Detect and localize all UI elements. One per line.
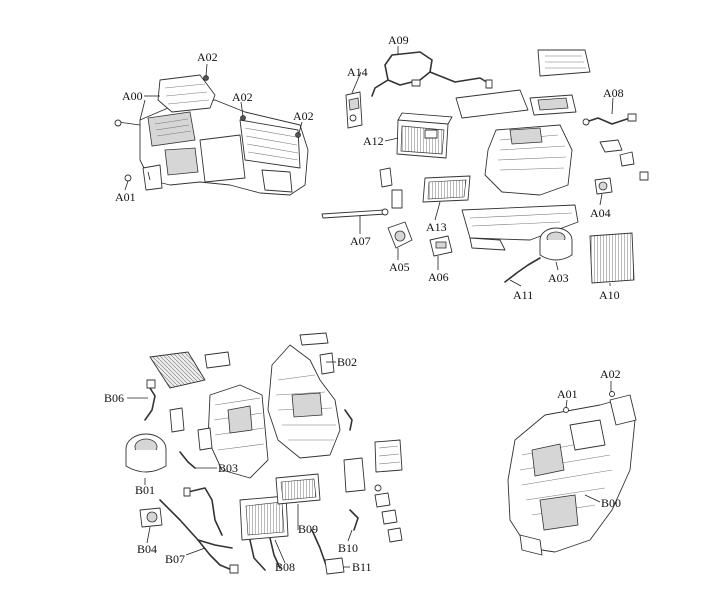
a12-evaporator [396,112,453,159]
label-a04: A04 [590,206,611,220]
label-b10: B10 [338,541,359,555]
b-tab-1 [374,492,391,508]
label-a01: A01 [115,190,136,204]
a11-drain-hose [504,257,541,283]
seal-piece [379,167,393,188]
b-actuator [343,457,366,493]
a07-link-rod [321,208,389,219]
a05-motor [387,221,413,249]
b-tab-3 [387,527,403,543]
a00-hvac-assembly [114,74,309,196]
label-b06: B06 [104,391,125,405]
a10-cabin-filter [589,232,635,284]
label-b00: B00 [601,496,622,510]
a06-resistor [429,235,453,257]
label-a02: A02 [197,50,218,64]
label-b02: B02 [337,355,358,369]
b-link [344,409,353,431]
b-filter-grille [149,351,206,389]
label-b07: B07 [165,552,186,566]
a02-fastener-1 [203,75,209,81]
b-housing-right [267,344,341,459]
b11-valve [324,557,345,575]
b09-evaporator [275,473,327,566]
label-b03: B03 [218,461,239,475]
b04-motor [139,507,163,528]
label-a13: A13 [426,220,447,234]
label-a11: A11 [513,288,534,302]
a09-wire-harness [371,51,493,97]
label-b08: B08 [275,560,296,574]
small-brackets [599,139,649,181]
label-a03: A03 [548,271,569,285]
b-housing-left [207,384,269,479]
label-a02-bottom: A02 [600,367,621,381]
label-a09: A09 [388,33,409,47]
b03-link [179,451,196,469]
a08-sensor [582,113,637,126]
a03-blower-motor [539,227,573,261]
b07-wire-harness [159,487,239,574]
label-a08: A08 [603,86,624,100]
b-tab-2 [381,509,398,525]
label-a14: A14 [347,65,368,79]
label-a02: A02 [232,90,253,104]
clip-piece [391,189,403,209]
label-a12: A12 [363,134,384,148]
b02-part [319,352,335,375]
label-b11: B11 [352,560,372,574]
label-a02: A02 [293,109,314,123]
b-clip-left [169,407,185,433]
label-a05: A05 [389,260,410,274]
a02-fastener-2 [240,115,246,121]
b10-hose [349,509,359,531]
b-clip-top [299,332,329,346]
leader-lines [124,46,614,568]
label-b01: B01 [135,483,156,497]
a02-fastener-3 [295,132,301,138]
a04-actuator [594,177,613,195]
label-a00: A00 [122,89,143,103]
b-clip-mid [197,427,213,451]
label-a10: A10 [599,288,620,302]
a13-heater-core [422,175,471,203]
a14-expansion-valve [345,91,363,129]
label-b09: B09 [298,522,319,536]
a-series-housing-parts [455,49,591,251]
label-b04: B04 [137,542,158,556]
a01-clip [124,174,132,182]
b00-hvac-assembly [507,391,637,556]
label-a07: A07 [350,234,371,248]
b06-sensor [144,379,156,421]
b01-blower [125,433,167,473]
b-grommet [374,484,382,492]
label-a01-bottom: A01 [557,387,578,401]
b-small-cover [204,351,231,369]
label-a06: A06 [428,270,449,284]
b08-heater-core [239,495,289,571]
